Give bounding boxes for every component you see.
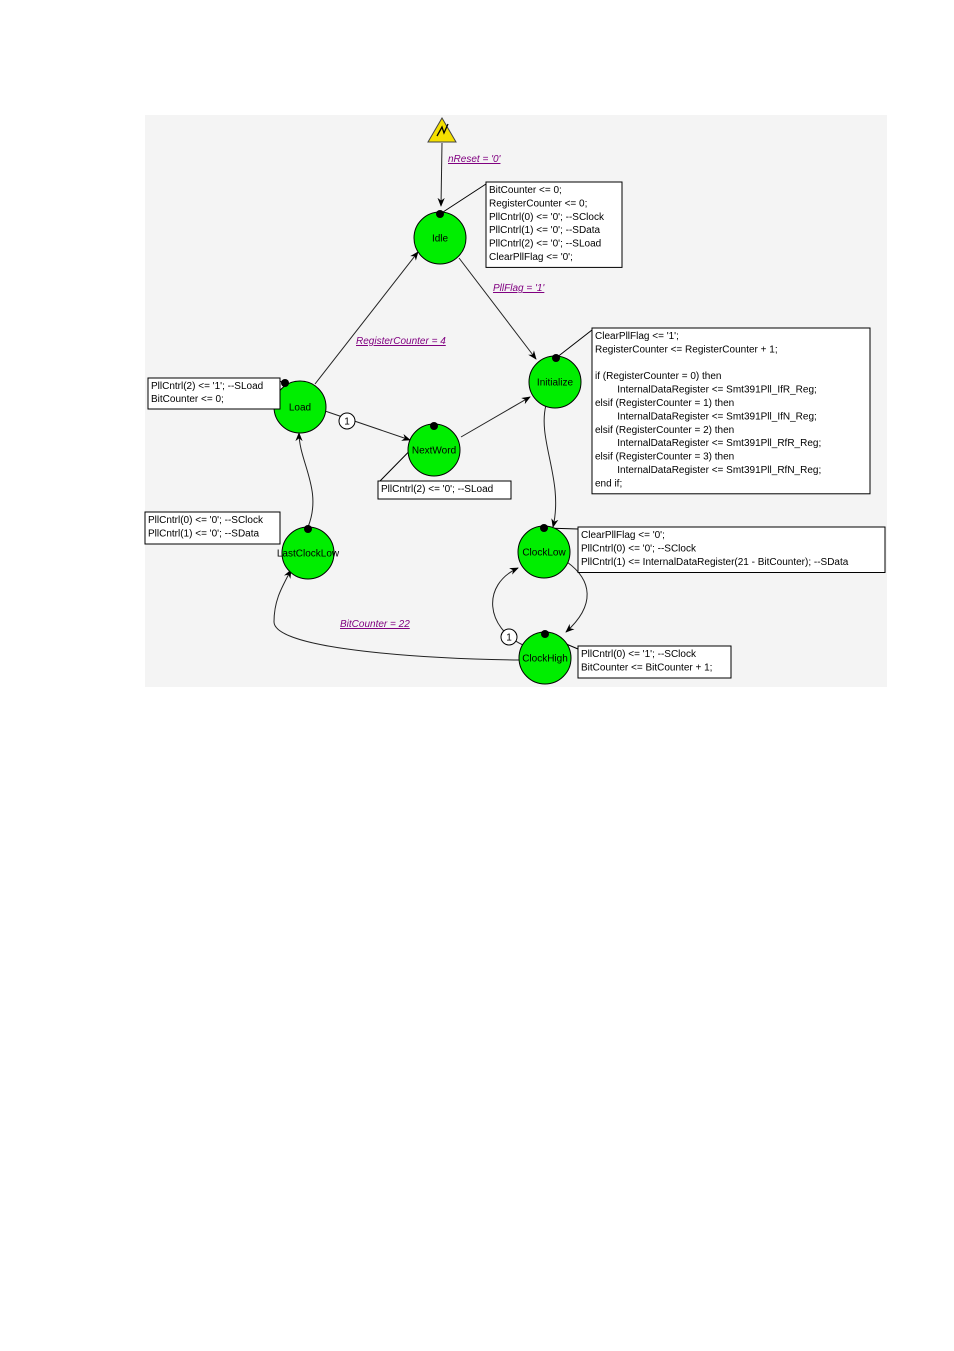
- state-initialize[interactable]: Initialize: [528, 354, 582, 409]
- transition-idle-to-initialize: [458, 257, 537, 360]
- svg-text:Initialize: Initialize: [537, 378, 574, 389]
- reset-warning-icon: [427, 117, 457, 143]
- action-line: InternalDataRegister <= Smt391Pll_IfR_Re…: [595, 385, 817, 396]
- transition-reset-to-idle: [437, 142, 445, 207]
- action-line: PllCntrl(0) <= '0'; --SClock: [581, 544, 697, 555]
- transition-initialize-to-clocklow: [543, 404, 559, 528]
- svg-text:1: 1: [506, 633, 512, 644]
- state-idle[interactable]: Idle: [413, 210, 467, 265]
- leader-idle: [439, 183, 487, 215]
- action-box-lastclocklow: PllCntrl(0) <= '0'; --SClockPllCntrl(1) …: [144, 511, 281, 545]
- action-box-frame: [485, 181, 623, 268]
- entry-dot: [304, 525, 312, 533]
- action-box-frame: [577, 526, 886, 573]
- action-line: PllCntrl(1) <= '0'; --SData: [148, 529, 260, 540]
- transition-load-to-nextword: [324, 410, 411, 441]
- action-line: RegisterCounter <= 0;: [489, 198, 587, 209]
- action-box-frame: [147, 377, 281, 410]
- action-line: InternalDataRegister <= Smt391Pll_IfN_Re…: [595, 411, 817, 422]
- action-line: PllCntrl(1) <= InternalDataRegister(21 -…: [581, 557, 849, 568]
- svg-text:LastClockLow: LastClockLow: [277, 549, 340, 560]
- action-box-idle: BitCounter <= 0; RegisterCounter <= 0; Pll…: [485, 181, 623, 268]
- action-line: InternalDataRegister <= Smt391Pll_RfN_Re…: [595, 465, 821, 476]
- transition-nextword-to-initialize: [460, 396, 531, 438]
- action-line: ClearPllFlag <= '0';: [489, 252, 573, 263]
- svg-text:ClockLow: ClockLow: [522, 548, 566, 559]
- action-line: PllCntrl(2) <= '0'; --SLoad: [489, 239, 601, 250]
- entry-dot: [540, 524, 548, 532]
- condition-bit-counter: BitCounter = 22: [340, 619, 410, 630]
- action-line: RegisterCounter <= RegisterCounter + 1;: [595, 344, 778, 355]
- svg-text:Idle: Idle: [432, 234, 449, 245]
- entry-dot: [430, 422, 438, 430]
- action-line: PllCntrl(0) <= '0'; --SClock: [148, 515, 264, 526]
- action-line: InternalDataRegister <= Smt391Pll_RfR_Re…: [595, 438, 821, 449]
- action-line: PllCntrl(0) <= '0'; --SClock: [489, 212, 605, 223]
- action-box-nextword: PllCntrl(2) <= '0'; --SLoad: [377, 480, 512, 500]
- action-box-initialize: ClearPllFlag <= '1'; RegisterCounter <= R…: [591, 327, 871, 495]
- transition-clockhigh-to-lastclocklow: [273, 569, 521, 661]
- action-box-frame: [591, 327, 871, 495]
- svg-text:NextWord: NextWord: [412, 446, 456, 457]
- action-box-clocklow: ClearPllFlag <= '0'; PllCntrl(0) <= '0'; …: [577, 526, 886, 573]
- action-line: elsif (RegisterCounter = 1) then: [595, 398, 734, 409]
- state-lastclocklow[interactable]: LastClockLow: [277, 525, 340, 580]
- action-line: ClearPllFlag <= '0';: [581, 530, 665, 541]
- state-clockhigh[interactable]: ClockHigh: [518, 630, 572, 685]
- action-line: ClearPllFlag <= '1';: [595, 331, 679, 342]
- action-line: if (RegisterCounter = 0) then: [595, 371, 721, 382]
- entry-dot: [552, 354, 560, 362]
- leader-initialize: [555, 329, 593, 359]
- condition-reset: nReset = '0': [448, 154, 502, 165]
- action-line: PllCntrl(1) <= '0'; --SData: [489, 225, 601, 236]
- svg-text:1: 1: [344, 417, 350, 428]
- svg-text:ClockHigh: ClockHigh: [522, 654, 568, 665]
- action-line: PllCntrl(2) <= '0'; --SLoad: [381, 484, 493, 495]
- action-line: end if;: [595, 478, 622, 489]
- action-line: BitCounter <= 0;: [489, 185, 562, 196]
- action-line: PllCntrl(0) <= '1'; --SClock: [581, 649, 697, 660]
- condition-pll-flag: PllFlag = '1': [493, 283, 545, 294]
- state-clocklow[interactable]: ClockLow: [517, 524, 571, 579]
- transition-load-to-idle: [314, 251, 419, 385]
- svg-text:Load: Load: [289, 403, 311, 414]
- entry-dot: [436, 210, 444, 218]
- priority-clockhigh-to-clocklow: 1: [500, 628, 518, 646]
- action-box-frame: [144, 511, 281, 545]
- priority-load-to-nextword: 1: [338, 412, 356, 430]
- action-line: BitCounter <= 0;: [151, 394, 224, 405]
- state-nextword[interactable]: NextWord: [407, 422, 461, 477]
- action-line: elsif (RegisterCounter = 3) then: [595, 452, 734, 463]
- entry-dot: [541, 630, 549, 638]
- transition-clocklow-to-clockhigh: [565, 561, 588, 633]
- entry-dot: [281, 379, 289, 387]
- action-line: PllCntrl(2) <= '1'; --SLoad: [151, 381, 263, 392]
- action-box-frame: [577, 645, 732, 679]
- transition-lastclocklow-to-load: [295, 432, 314, 528]
- condition-register-counter: RegisterCounter = 4: [356, 336, 446, 347]
- action-box-frame: [377, 480, 512, 500]
- action-line: BitCounter <= BitCounter + 1;: [581, 663, 712, 674]
- action-line: elsif (RegisterCounter = 2) then: [595, 425, 734, 436]
